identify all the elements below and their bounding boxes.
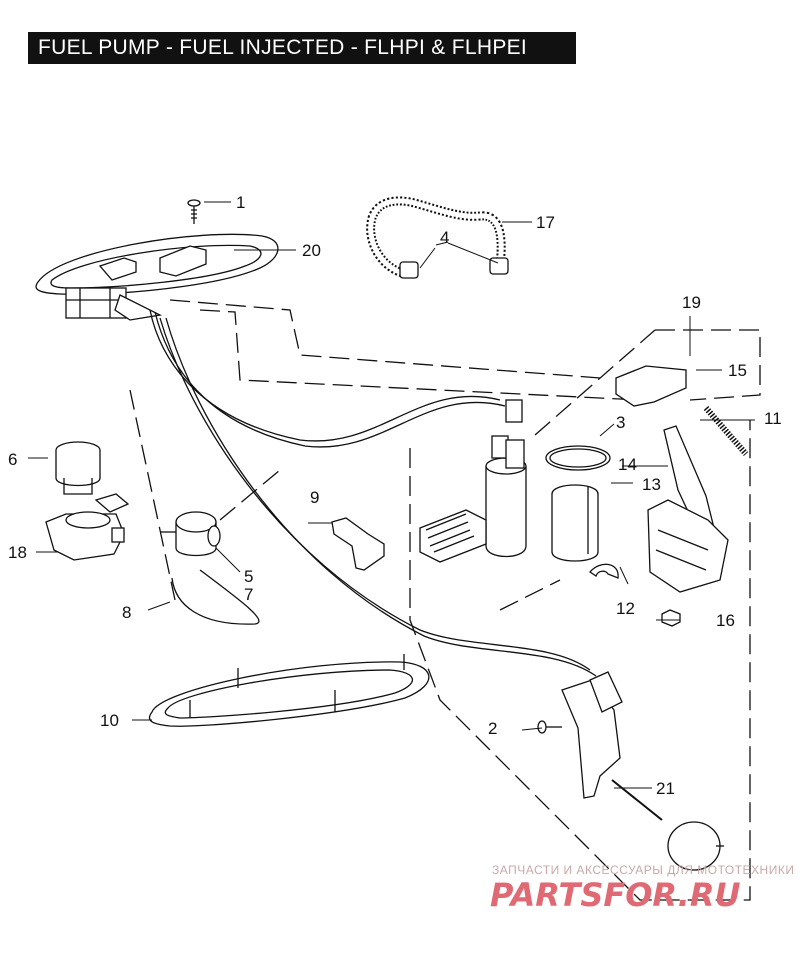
- callout-6: 6: [8, 450, 17, 469]
- gasket-part-10: [148, 654, 430, 727]
- callout-20: 20: [302, 241, 321, 260]
- page-title: FUEL PUMP - FUEL INJECTED - FLHPI & FLHP…: [28, 32, 576, 64]
- callout-18: 18: [8, 543, 27, 562]
- callout-21: 21: [656, 779, 675, 798]
- fuel-line: [149, 309, 501, 442]
- level-sender-part-21: [561, 671, 724, 871]
- fuel-hose-part-17: [366, 196, 506, 279]
- watermark-tagline: ЗАПЧАСТИ И АКСЕССУАРЫ ДЛЯ МОТОТЕХНИКИ: [492, 863, 795, 877]
- fuel-filter-part-5: [160, 511, 221, 557]
- callout-4: 4: [440, 228, 449, 247]
- callout-2: 2: [488, 719, 497, 738]
- callout-13: 13: [642, 475, 661, 494]
- fitting-part-18: [45, 493, 130, 561]
- ring-part-3: [545, 445, 611, 471]
- callout-7: 7: [244, 585, 253, 604]
- callout-15: 15: [728, 361, 747, 380]
- spring-part-11: [703, 406, 749, 456]
- callout-16: 16: [716, 611, 735, 630]
- callout-8: 8: [122, 603, 131, 622]
- watermark-brand: PARTSFOR.RU: [490, 876, 741, 914]
- part-callouts: 1 2 3 4 5 6 7 8 9 10 11 12 13 14 15 16 1…: [8, 193, 782, 798]
- callout-17: 17: [536, 213, 555, 232]
- callout-12: 12: [616, 599, 635, 618]
- callout-1: 1: [236, 193, 245, 212]
- fuel-pump-motor: [419, 399, 527, 563]
- bracket-part-9: [331, 517, 385, 571]
- nut-part-16: [661, 609, 681, 627]
- strap-part-8: [171, 569, 260, 625]
- callout-19: 19: [682, 293, 701, 312]
- callout-14: 14: [618, 455, 637, 474]
- screw-part-1: [187, 199, 201, 224]
- callout-3: 3: [616, 413, 625, 432]
- connector-part-15: [615, 365, 687, 407]
- pressure-regulator-part-6: [55, 441, 101, 495]
- callout-10: 10: [100, 711, 119, 730]
- screw-part-2: [537, 720, 562, 734]
- clip-part-12: [589, 563, 619, 579]
- bracket-part-14: [647, 425, 729, 593]
- pump-assembly-outline: [129, 299, 761, 901]
- sleeve-part-13: [551, 484, 599, 562]
- fuel-pump-flange: [35, 233, 279, 321]
- callout-5: 5: [244, 567, 253, 586]
- callout-11: 11: [764, 409, 782, 428]
- callout-9: 9: [310, 488, 319, 507]
